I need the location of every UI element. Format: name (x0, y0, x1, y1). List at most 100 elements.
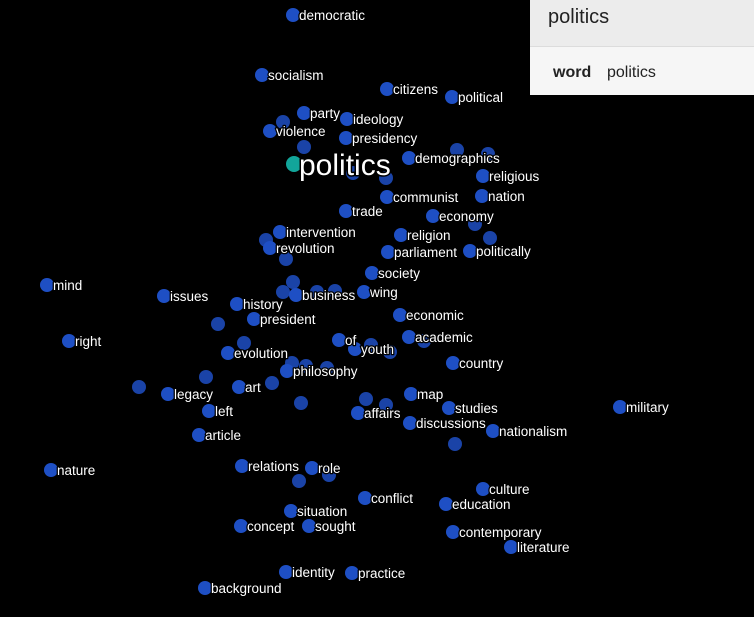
word-label-mind[interactable]: mind (52, 277, 84, 295)
word-point-politically[interactable] (463, 244, 477, 258)
word-point-role[interactable] (305, 461, 319, 475)
embedding-point[interactable] (279, 252, 293, 266)
word-point-identity[interactable] (279, 565, 293, 579)
word-point-parliament[interactable] (381, 245, 395, 259)
embedding-point[interactable] (276, 285, 290, 299)
embedding-point[interactable] (322, 468, 336, 482)
word-label-politically[interactable]: politically (475, 243, 533, 261)
embedding-point[interactable] (276, 115, 290, 129)
word-label-academic[interactable]: academic (414, 329, 475, 347)
word-point-discussions[interactable] (403, 416, 417, 430)
word-label-economy[interactable]: economy (438, 208, 496, 226)
embedding-point[interactable] (297, 140, 311, 154)
word-point-business[interactable] (289, 288, 303, 302)
word-label-demographics[interactable]: demographics (414, 150, 502, 168)
word-label-practice[interactable]: practice (357, 565, 407, 583)
word-label-map[interactable]: map (416, 386, 445, 404)
embedding-point[interactable] (379, 171, 393, 185)
embedding-point[interactable] (199, 370, 213, 384)
embedding-point[interactable] (328, 284, 342, 298)
word-label-education[interactable]: education (451, 496, 512, 514)
word-label-philosophy[interactable]: philosophy (292, 363, 359, 381)
word-point-evolution[interactable] (221, 346, 235, 360)
word-label-studies[interactable]: studies (454, 400, 500, 418)
word-label-party[interactable]: party (309, 105, 342, 123)
word-point-legacy[interactable] (161, 387, 175, 401)
word-point-youth[interactable] (348, 342, 362, 356)
embedding-point[interactable] (379, 398, 393, 412)
word-label-violence[interactable]: violence (275, 123, 327, 141)
word-point-background[interactable] (198, 581, 212, 595)
word-label-evolution[interactable]: evolution (233, 345, 290, 363)
word-label-economic[interactable]: economic (405, 307, 466, 325)
embedding-point[interactable] (320, 361, 334, 375)
word-point-philosophy[interactable] (280, 364, 294, 378)
word-label-country[interactable]: country (458, 355, 505, 373)
word-label-presidency[interactable]: presidency (351, 130, 419, 148)
embedding-point[interactable] (383, 345, 397, 359)
word-point-art[interactable] (232, 380, 246, 394)
word-label-issues[interactable]: issues (169, 288, 210, 306)
word-label-contemporary[interactable]: contemporary (458, 524, 543, 542)
word-point-trade[interactable] (339, 204, 353, 218)
word-point-left[interactable] (202, 404, 216, 418)
word-label-intervention[interactable]: intervention (285, 224, 357, 242)
word-label-right[interactable]: right (74, 333, 103, 351)
word-point-situation[interactable] (284, 504, 298, 518)
word-point-religion[interactable] (394, 228, 408, 242)
word-point-nature[interactable] (44, 463, 58, 477)
embedding-point[interactable] (417, 334, 431, 348)
embedding-point[interactable] (359, 392, 373, 406)
word-label-role[interactable]: role (317, 460, 342, 478)
word-point-sought[interactable] (302, 519, 316, 533)
embedding-point[interactable] (265, 376, 279, 390)
word-point-economy[interactable] (426, 209, 440, 223)
word-point-president[interactable] (247, 312, 261, 326)
word-point-article[interactable] (192, 428, 206, 442)
word-label-nation[interactable]: nation (487, 188, 526, 206)
word-point-mind[interactable] (40, 278, 54, 292)
word-point-relations[interactable] (235, 459, 249, 473)
word-label-literature[interactable]: literature (516, 539, 571, 557)
word-point-affairs[interactable] (351, 406, 365, 420)
word-point-socialism[interactable] (255, 68, 269, 82)
word-point-map[interactable] (404, 387, 418, 401)
word-label-religious[interactable]: religious (488, 168, 541, 186)
embedding-point[interactable] (481, 147, 495, 161)
word-label-affairs[interactable]: affairs (363, 405, 402, 423)
word-label-identity[interactable]: identity (291, 564, 337, 582)
word-point-intervention[interactable] (273, 225, 287, 239)
embedding-point[interactable] (294, 396, 308, 410)
word-point-communist[interactable] (380, 190, 394, 204)
word-label-art[interactable]: art (244, 379, 263, 397)
word-label-of[interactable]: of (344, 332, 358, 350)
word-label-citizens[interactable]: citizens (392, 81, 440, 99)
word-point-issues[interactable] (157, 289, 171, 303)
word-label-revolution[interactable]: revolution (275, 240, 336, 258)
word-point-political[interactable] (445, 90, 459, 104)
word-point-academic[interactable] (402, 330, 416, 344)
word-label-political[interactable]: political (457, 89, 505, 107)
word-label-relations[interactable]: relations (247, 458, 301, 476)
word-point-concept[interactable] (234, 519, 248, 533)
word-point-conflict[interactable] (358, 491, 372, 505)
word-label-discussions[interactable]: discussions (415, 415, 488, 433)
word-label-sought[interactable]: sought (314, 518, 357, 536)
word-label-culture[interactable]: culture (488, 481, 531, 499)
word-label-nationalism[interactable]: nationalism (498, 423, 569, 441)
word-point-country[interactable] (446, 356, 460, 370)
word-label-conflict[interactable]: conflict (370, 490, 415, 508)
embedding-point[interactable] (468, 217, 482, 231)
word-point-party[interactable] (297, 106, 311, 120)
word-label-history[interactable]: history (242, 296, 285, 314)
word-label-background[interactable]: background (210, 580, 283, 598)
word-point-contemporary[interactable] (446, 525, 460, 539)
word-point-revolution[interactable] (263, 241, 277, 255)
embedding-point[interactable] (299, 359, 313, 373)
embedding-point[interactable] (346, 166, 360, 180)
word-point-demographics[interactable] (402, 151, 416, 165)
embedding-point[interactable] (286, 275, 300, 289)
word-label-trade[interactable]: trade (351, 203, 384, 221)
word-point-practice[interactable] (345, 566, 359, 580)
